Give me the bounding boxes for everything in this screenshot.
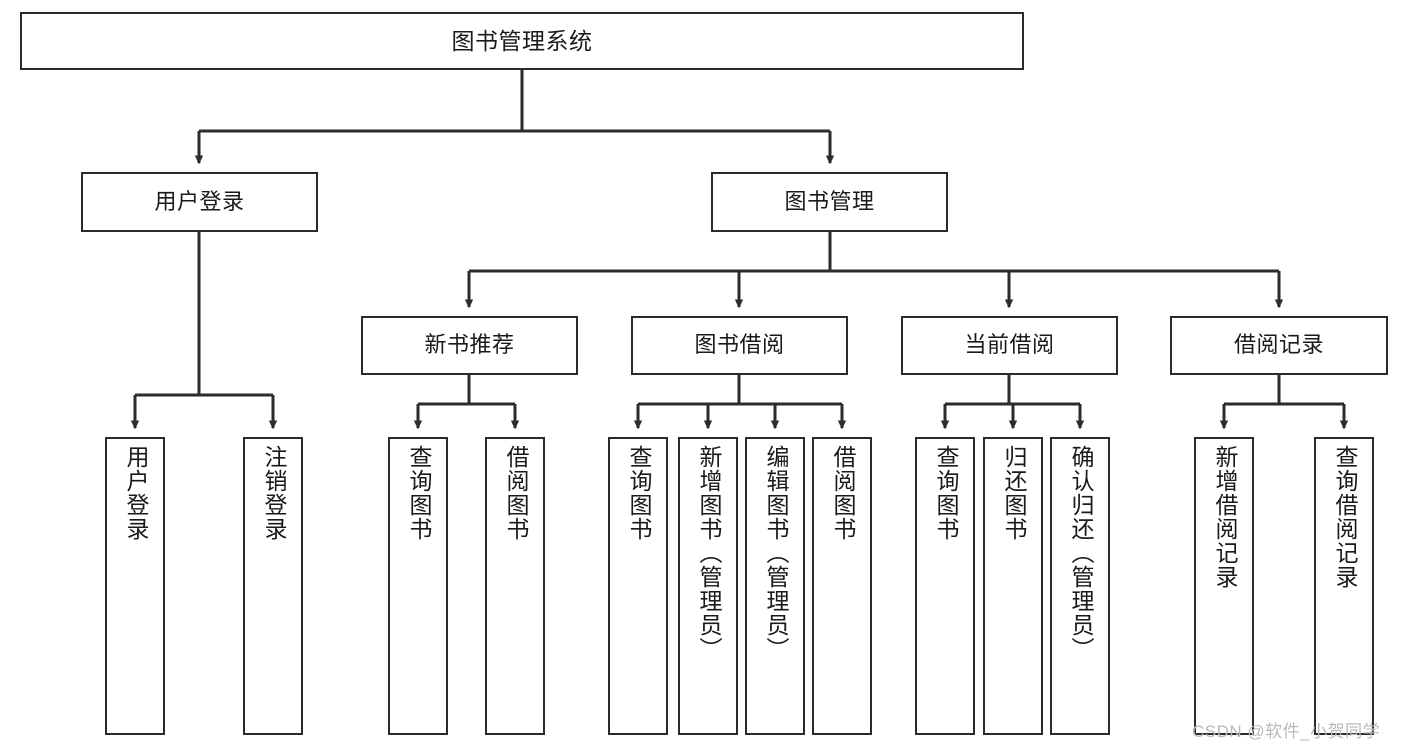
node-new-book-recommend[interactable]: 新书推荐 <box>361 316 578 375</box>
node-user-login[interactable]: 用户登录 <box>81 172 318 232</box>
node-leaf-logout[interactable]: 注销登录 <box>243 437 303 735</box>
node-leaf-query-book-3-label: 查询图书 <box>932 445 959 541</box>
node-leaf-query-record[interactable]: 查询借阅记录 <box>1314 437 1374 735</box>
node-leaf-edit-book[interactable]: 编辑图书（管理员） <box>745 437 805 735</box>
watermark: CSDN @软件_小贺同学 <box>1192 722 1381 741</box>
node-book-management-label: 图书管理 <box>784 188 875 214</box>
node-leaf-borrow-book-1[interactable]: 借阅图书 <box>485 437 545 735</box>
node-book-borrow[interactable]: 图书借阅 <box>631 316 848 375</box>
node-leaf-query-book-3[interactable]: 查询图书 <box>915 437 975 735</box>
node-leaf-borrow-book-2[interactable]: 借阅图书 <box>812 437 872 735</box>
node-current-borrow-label: 当前借阅 <box>964 332 1055 358</box>
node-leaf-query-book-1[interactable]: 查询图书 <box>388 437 448 735</box>
node-book-management[interactable]: 图书管理 <box>711 172 948 232</box>
node-leaf-query-book-2[interactable]: 查询图书 <box>608 437 668 735</box>
node-leaf-query-book-1-label: 查询图书 <box>405 445 432 541</box>
node-leaf-borrow-book-2-label: 借阅图书 <box>829 445 856 541</box>
node-root-label: 图书管理系统 <box>451 27 593 54</box>
node-root[interactable]: 图书管理系统 <box>20 12 1024 70</box>
node-leaf-user-login-label: 用户登录 <box>122 445 149 541</box>
node-leaf-confirm-return[interactable]: 确认归还（管理员） <box>1050 437 1110 735</box>
node-leaf-confirm-return-label: 确认归还（管理员） <box>1067 445 1094 661</box>
node-leaf-add-book-label: 新增图书（管理员） <box>695 445 722 661</box>
node-leaf-return-book-label: 归还图书 <box>1000 445 1027 541</box>
node-leaf-user-login[interactable]: 用户登录 <box>105 437 165 735</box>
node-leaf-add-record-label: 新增借阅记录 <box>1211 445 1238 589</box>
node-leaf-add-record[interactable]: 新增借阅记录 <box>1194 437 1254 735</box>
node-leaf-borrow-book-1-label: 借阅图书 <box>502 445 529 541</box>
node-leaf-query-book-2-label: 查询图书 <box>625 445 652 541</box>
node-leaf-query-record-label: 查询借阅记录 <box>1331 445 1358 589</box>
node-book-borrow-label: 图书借阅 <box>694 332 785 358</box>
node-current-borrow[interactable]: 当前借阅 <box>901 316 1118 375</box>
node-leaf-return-book[interactable]: 归还图书 <box>983 437 1043 735</box>
node-borrow-record[interactable]: 借阅记录 <box>1170 316 1388 375</box>
node-leaf-edit-book-label: 编辑图书（管理员） <box>762 445 789 661</box>
node-leaf-logout-label: 注销登录 <box>260 445 287 541</box>
node-leaf-add-book[interactable]: 新增图书（管理员） <box>678 437 738 735</box>
node-user-login-label: 用户登录 <box>154 188 245 214</box>
node-new-book-recommend-label: 新书推荐 <box>424 332 515 358</box>
node-borrow-record-label: 借阅记录 <box>1233 332 1324 358</box>
